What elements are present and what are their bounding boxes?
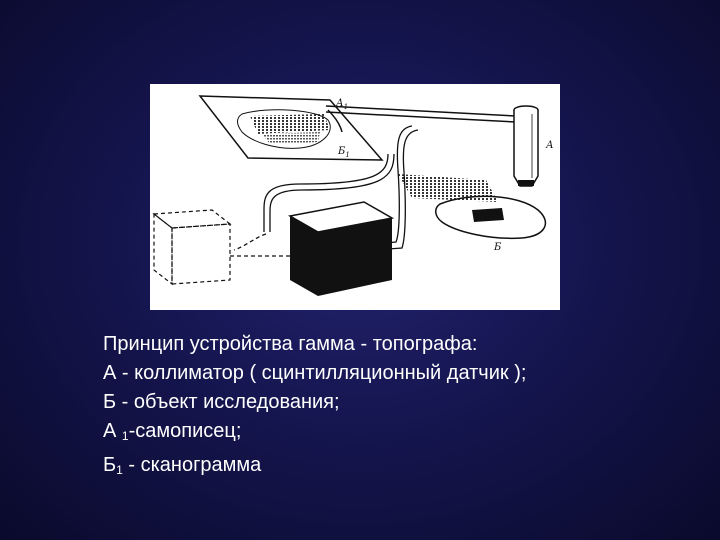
label-a1: А1 (335, 98, 348, 111)
label-b: Б (493, 242, 502, 253)
caption-scanogram-text: - сканограмма (122, 454, 262, 476)
caption-recorder: А 1-самописец; (103, 417, 703, 451)
caption-scanogram-sub: 1 (116, 463, 123, 477)
caption-recorder-text: -самописец; (128, 420, 242, 442)
caption-title: Принцип устройства гамма - топографа: (103, 333, 478, 355)
caption-recorder-letter: А (103, 420, 122, 442)
caption-recorder-sub: 1 (121, 429, 129, 443)
scan-arm (325, 105, 517, 133)
recorder-tablet (198, 95, 384, 161)
gamma-topograph-diagram: А1 Б1 А Б (150, 84, 560, 310)
caption-collimator: А - коллиматор ( сцинтилляционный датчик… (103, 362, 527, 384)
label-b1: Б1 (337, 146, 350, 159)
caption-scanogram-letter: Б (103, 454, 117, 476)
diagram-drawing: А1 Б1 А Б (152, 95, 554, 296)
collimator-detector (513, 105, 539, 187)
cables (230, 125, 419, 257)
caption-scanogram: Б1 - сканограмма (103, 451, 703, 485)
study-object (398, 174, 547, 240)
slide-caption: Принцип устройства гамма - топографа: А … (103, 330, 703, 485)
printer-box (152, 209, 232, 286)
caption-object: Б - объект исследования; (103, 391, 340, 413)
electronics-box (287, 201, 395, 296)
label-a: А (545, 140, 554, 151)
